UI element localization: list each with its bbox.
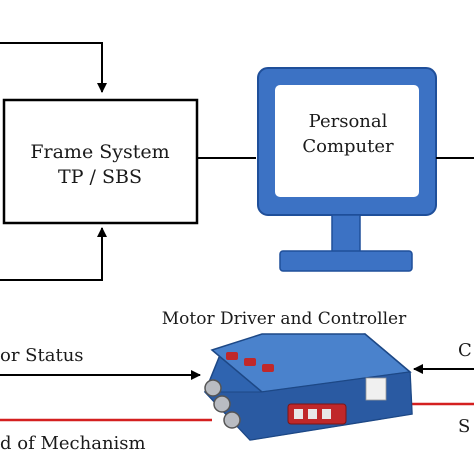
motor-status-label: or Status (0, 345, 84, 366)
round-connector-2 (213, 395, 231, 413)
monitor-neck (331, 214, 361, 254)
top-connector-2 (244, 358, 256, 366)
speed-label: d of Mechanism (0, 433, 146, 454)
frame-system-label: Frame System (30, 141, 169, 163)
right-bottom-label: S (458, 416, 470, 437)
device-top-face (210, 333, 412, 393)
terminal-pin-3 (322, 409, 331, 419)
bottom-loop-connector (0, 227, 107, 281)
terminal-pin-1 (294, 409, 303, 419)
computer-label: Personal (309, 111, 388, 132)
top-loop-connector (0, 42, 107, 93)
right-red-line: S (412, 402, 474, 437)
speed-line: d of Mechanism (0, 418, 212, 454)
monitor-screen (275, 85, 419, 197)
motor-driver-title: Motor Driver and Controller (162, 309, 407, 329)
personal-computer-icon: Personal Computer (257, 67, 437, 272)
top-connector-1 (226, 352, 238, 360)
frame-system-sublabel: TP / SBS (58, 166, 142, 188)
round-connector-3 (223, 411, 241, 429)
motor-status-arrow: or Status (0, 345, 201, 380)
motor-driver-device (203, 333, 413, 441)
device-label-sticker (365, 377, 387, 401)
round-connector-1 (204, 379, 222, 397)
monitor-base (279, 250, 413, 272)
right-input-arrow: C (413, 340, 474, 374)
terminal-pin-2 (308, 409, 317, 419)
right-top-label: C (458, 340, 472, 361)
frame-system-box: Frame System TP / SBS (2, 98, 199, 225)
computer-sublabel: Computer (302, 136, 394, 157)
top-connector-3 (262, 364, 274, 372)
